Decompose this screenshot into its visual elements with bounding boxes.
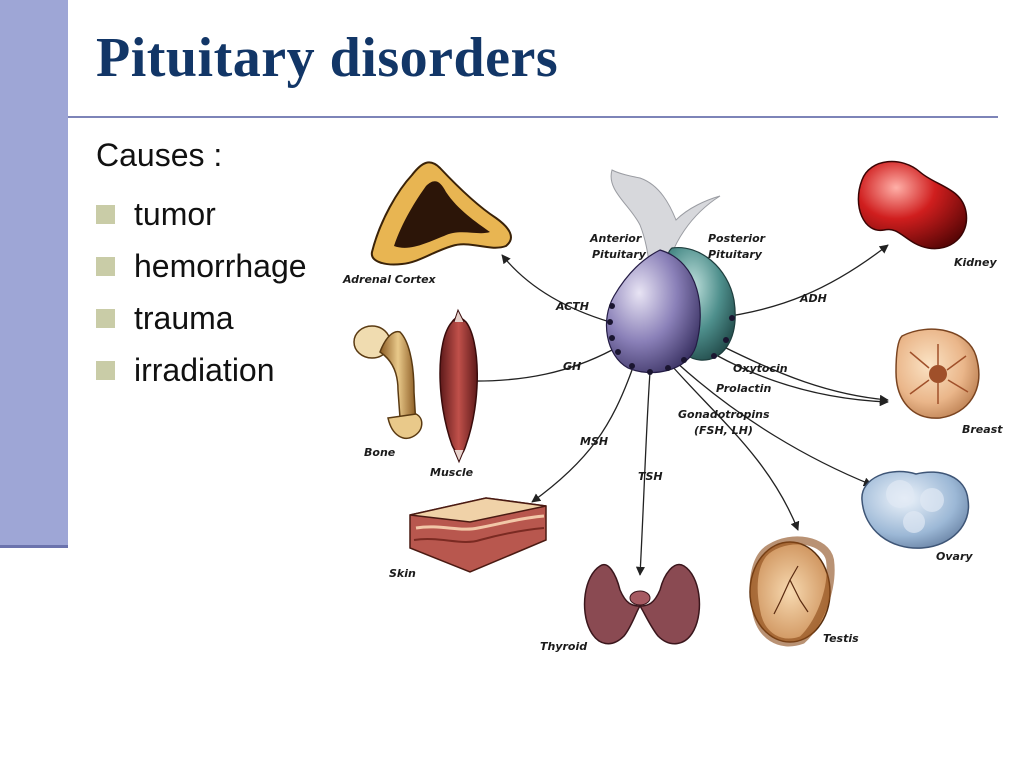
arrow-gonado-testis <box>671 365 800 531</box>
arrow-prolactin <box>715 354 889 407</box>
cause-text: tumor <box>134 195 216 232</box>
hormone-tsh-label: TSH <box>638 470 663 483</box>
target-testis-label: Testis <box>823 632 859 645</box>
target-skin-label: Skin <box>389 567 416 580</box>
thyroid-organ <box>583 563 701 645</box>
hormone-oxytocin-label: Oxytocin <box>733 362 788 375</box>
hormone-prolactin-label: Prolactin <box>716 382 771 395</box>
pituitary-stalk <box>610 169 721 269</box>
target-breast-label: Breast <box>962 423 1003 436</box>
hormone-gh-label: GH <box>563 360 581 373</box>
anterior-lobe <box>605 249 701 374</box>
posterior-pituitary-label-1: Posterior <box>708 232 766 245</box>
arrow-acth <box>501 254 611 323</box>
bone-organ <box>353 325 423 439</box>
bullet-square-icon <box>96 308 115 328</box>
arrow-gonado-ovary <box>675 361 873 487</box>
pituitary-gland <box>605 247 736 375</box>
target-bone-label: Bone <box>364 446 396 459</box>
hormone-acth-label: ACTH <box>555 300 589 313</box>
cause-text: irradiation <box>134 351 275 388</box>
target-kidney-label: Kidney <box>954 256 997 269</box>
kidney-organ <box>857 160 968 250</box>
hormone-gonadotropins-label-2: (FSH, LH) <box>694 424 753 437</box>
target-ovary-label: Ovary <box>936 550 973 563</box>
bullet-square-icon <box>96 360 115 380</box>
arrow-msh <box>531 369 633 503</box>
cause-item: irradiation <box>96 344 307 396</box>
causes-label: Causes : <box>96 137 223 173</box>
side-accent-bar-edge <box>0 545 68 548</box>
cause-text: trauma <box>134 299 234 336</box>
arrow-adh <box>715 244 889 319</box>
bullet-square-icon <box>96 204 115 224</box>
anterior-pituitary-label-1: Anterior <box>589 232 642 245</box>
title-divider <box>68 116 998 118</box>
ovary-organ <box>861 470 970 549</box>
muscle-organ <box>439 308 478 464</box>
skin-organ <box>409 497 547 573</box>
cause-item: hemorrhage <box>96 240 307 292</box>
cause-text: hemorrhage <box>134 247 307 284</box>
hormone-msh-label: MSH <box>580 435 608 448</box>
arrow-gh <box>467 349 613 386</box>
causes-list: tumor hemorrhage trauma irradiation <box>96 188 307 396</box>
target-adrenal-cortex-label: Adrenal Cortex <box>342 273 437 286</box>
hormone-adh-label: ADH <box>799 292 827 305</box>
breast-organ <box>895 328 980 419</box>
bullet-square-icon <box>96 256 115 276</box>
arrow-tsh <box>635 371 651 576</box>
side-accent-bar <box>0 0 68 545</box>
gland-dots <box>607 303 735 375</box>
testis-organ <box>749 536 835 647</box>
anterior-pituitary-label-2: Pituitary <box>592 248 647 261</box>
cause-item: tumor <box>96 188 307 240</box>
posterior-pituitary-label-2: Pituitary <box>708 248 763 261</box>
target-thyroid-label: Thyroid <box>540 640 587 653</box>
hormone-arrows <box>467 244 889 576</box>
slide-title: Pituitary disorders <box>96 27 559 89</box>
adrenal-cortex-organ <box>370 161 512 266</box>
hormone-gonadotropins-label-1: Gonadotropins <box>678 408 770 421</box>
target-muscle-label: Muscle <box>430 466 474 479</box>
arrow-oxytocin <box>719 344 889 404</box>
cause-item: trauma <box>96 292 307 344</box>
